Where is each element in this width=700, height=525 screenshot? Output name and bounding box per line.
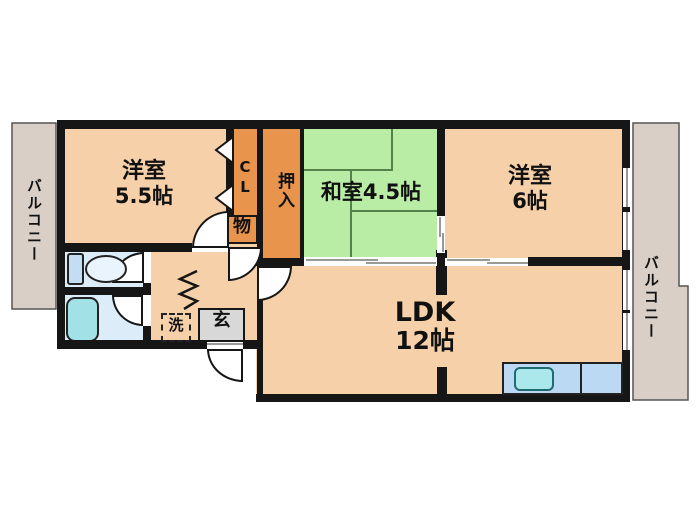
right-balcony-label: バルコニー	[642, 255, 660, 340]
ldk-room-label: LDK	[394, 297, 456, 328]
wall-oshiire-right	[300, 128, 304, 258]
tatami-line	[304, 169, 393, 171]
wall-western6-bottom	[528, 257, 630, 266]
closet-label: CL	[236, 158, 254, 198]
window-frame-line	[626, 313, 628, 350]
slider-panel	[487, 262, 528, 264]
door-entrance	[207, 349, 243, 382]
wall-kitchen-stub	[437, 367, 447, 394]
wall-japanese-right	[437, 128, 445, 216]
western55-size-label: 5.5帖	[114, 184, 174, 208]
wall-washroom-3	[143, 326, 151, 345]
tatami-line	[350, 170, 352, 258]
japanese-room-area	[304, 128, 438, 258]
wall-toilet-bath-divider	[57, 287, 150, 295]
wall-cross-stub	[436, 250, 447, 295]
bathtub	[66, 297, 99, 342]
wall-toilet-top	[57, 243, 192, 252]
entrance-threshold-line	[207, 343, 243, 345]
slider-panel	[442, 233, 444, 252]
storage-label: 物	[233, 216, 251, 237]
wall-top	[57, 120, 630, 129]
slider-panel	[439, 217, 441, 237]
wall-mid-lower	[257, 300, 263, 402]
wall-ldk-bottom	[256, 394, 630, 402]
western6-room-label: 洋室	[507, 164, 552, 189]
wall-mid-upper	[257, 128, 263, 266]
washer-box	[161, 313, 191, 342]
opening-bath-door	[143, 295, 151, 326]
entrance-floor-box	[198, 308, 245, 342]
kitchen-counter-divider	[580, 362, 582, 395]
slider-japanese-ldk	[304, 257, 437, 266]
slider-panel	[306, 259, 378, 261]
wall-oshiire-bottom	[256, 258, 305, 266]
window-frame-line	[626, 168, 628, 207]
left-balcony-label: バルコニー	[25, 177, 43, 263]
wall-bottom-left	[57, 340, 207, 349]
window-frame-line	[626, 212, 628, 250]
wall-bottom-left2	[243, 340, 263, 349]
tatami-line	[350, 210, 438, 212]
slider-japanese-western6	[437, 216, 445, 253]
wall-western55-right	[226, 120, 234, 218]
kitchen-sink	[514, 367, 554, 391]
storage-box	[226, 215, 258, 244]
oshiire-label: 押入	[274, 172, 294, 210]
entrance-label: 玄	[212, 310, 231, 331]
western6-size-label: 6帖	[512, 189, 548, 213]
japanese-room-label: 和室4.5帖	[320, 180, 422, 204]
window-frame-line	[626, 270, 628, 310]
wall-washroom-2	[143, 283, 151, 295]
wall-washroom-1	[143, 243, 151, 252]
slider-panel	[447, 259, 490, 261]
wall-left	[57, 120, 65, 349]
tatami-line	[391, 128, 393, 171]
ldk-size-label: 12帖	[395, 326, 455, 355]
oshiire-area	[263, 128, 300, 258]
closet-cl-area	[233, 128, 258, 218]
slider-panel	[366, 262, 436, 264]
slider-western6-ldk	[445, 258, 528, 266]
western55-room-label: 洋室	[121, 159, 166, 184]
opening-toilet-door	[143, 252, 151, 283]
washer-label: 洗	[168, 316, 184, 334]
